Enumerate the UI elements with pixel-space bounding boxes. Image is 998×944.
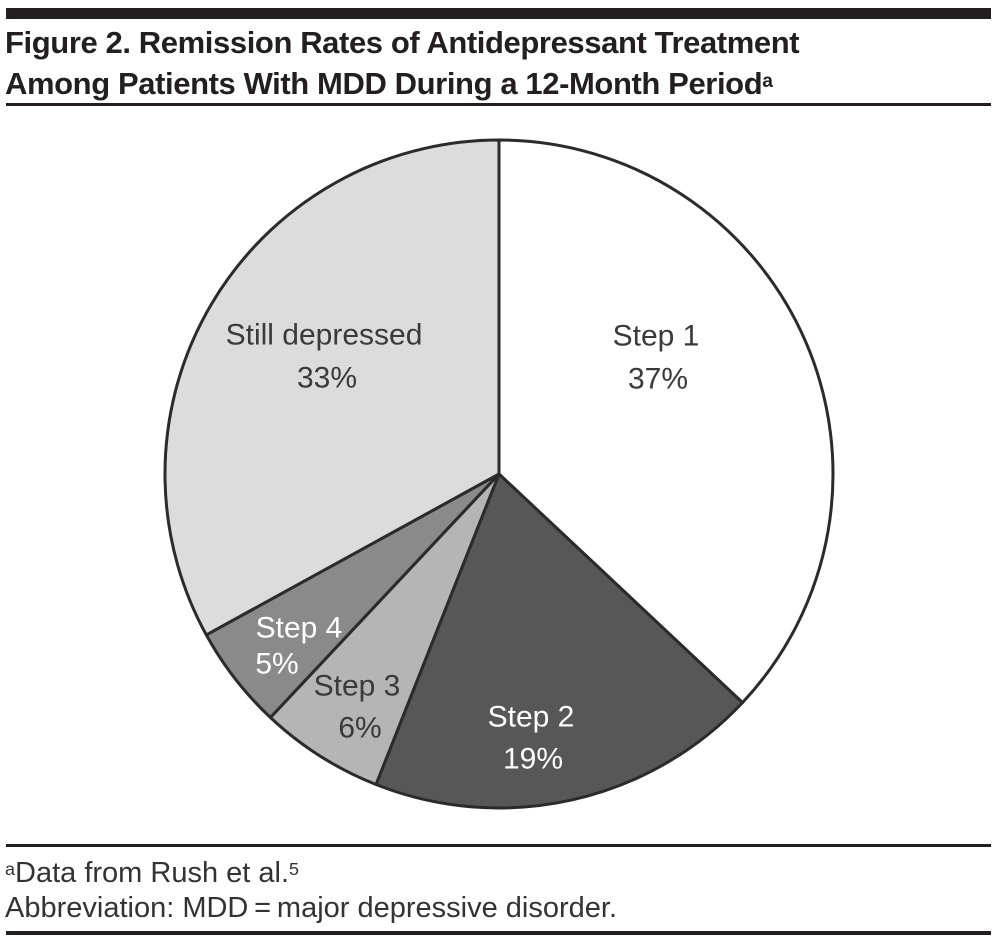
pie-pct-text-step-4: 5% [255, 648, 298, 681]
pie-pct-text-still-depressed: 33% [297, 362, 357, 395]
pie-segment-step-3 [268, 472, 501, 786]
bottom-rule-thick [6, 931, 991, 935]
pie-label-text-still-depressed: Still depressed [226, 319, 423, 352]
footnote-abbreviation: Abbreviation: MDD = major depressive dis… [5, 892, 618, 924]
footnote-source-text: Data from Rush et al. [15, 857, 289, 889]
pie-pct-text-step-2: 19% [503, 743, 563, 776]
footnote-divider-rule [6, 844, 991, 847]
footnote-source: aData from Rush et al.5 [5, 856, 299, 890]
footnote-source-marker: a [5, 859, 15, 880]
pie-pct-text-step-3: 6% [338, 712, 381, 745]
figure-title-line2: Among Patients With MDD During a 12-Mont… [5, 66, 763, 101]
pie-label-text-step-2: Step 2 [488, 701, 575, 734]
pie-segment-step-2 [374, 472, 744, 810]
pie-label-text-step-1: Step 1 [613, 320, 700, 353]
footnote-source-ref: 5 [289, 859, 299, 880]
pie-label-text-step-3: Step 3 [314, 670, 401, 703]
figure-title: Figure 2. Remission Rates of Antidepress… [5, 22, 990, 104]
pie-chart: Step 1 37% Step 2 19% Step 3 6% Step 45% Still … [163, 138, 835, 810]
pie-segment-step-1 [497, 138, 835, 705]
figure-title-line1: Figure 2. Remission Rates of Antidepress… [5, 25, 800, 60]
pie-label-text-step-4: Step 4 [256, 612, 343, 645]
pie-pct-text-step-1: 37% [628, 363, 688, 396]
title-divider-rule [6, 103, 991, 106]
top-rule-thick [6, 8, 991, 19]
pie-segment-still-depressed [163, 138, 501, 637]
figure-title-superscript: a [762, 70, 773, 92]
